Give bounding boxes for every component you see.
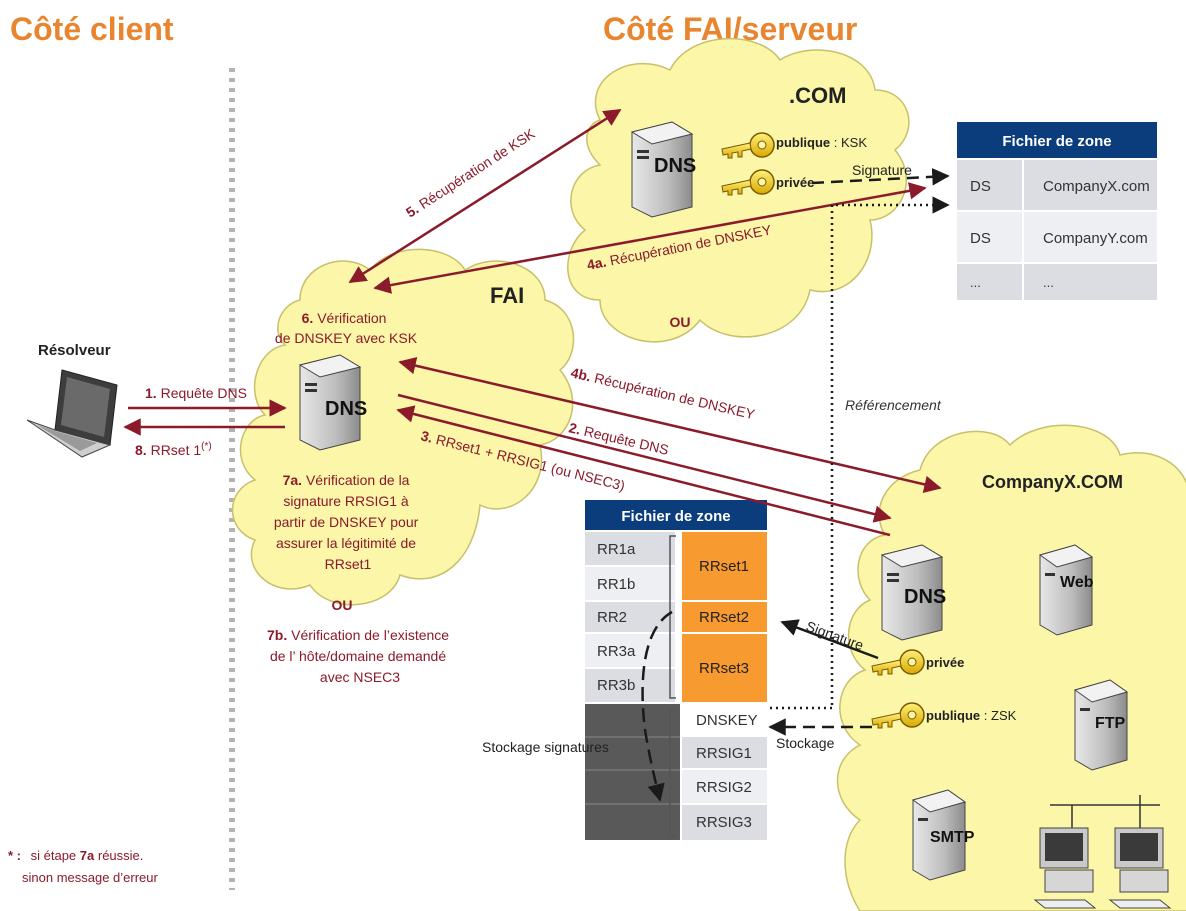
cx-public-key-label: publique : ZSK <box>926 708 1017 723</box>
zone-table-cx-title: Fichier de zone <box>621 508 730 525</box>
com-private-key-label: privée <box>776 175 814 190</box>
zone-cx-record: RRSIG3 <box>696 814 752 831</box>
server-label-dns-cx: DNS <box>904 586 946 608</box>
zone-com-cell: DS <box>970 178 991 195</box>
server-label-ftp: FTP <box>1095 715 1126 732</box>
step-6-label: 6. Vérification de DNSKEY avec KSK <box>275 310 418 346</box>
step-4b-label: 4b. Récupération de DNSKEY <box>569 364 757 422</box>
network-icon <box>1050 795 1160 830</box>
zone-cx-record: RRSIG2 <box>696 779 752 796</box>
zone-cx-record: RRSIG1 <box>696 745 752 762</box>
zone-cx-rrset: RRset1 <box>699 558 749 575</box>
zone-com-cell: DS <box>970 230 991 247</box>
zone-com-cell: CompanyY.com <box>1043 230 1148 247</box>
server-icon: DNS <box>880 544 946 641</box>
zone-com-cell: ... <box>1043 275 1054 290</box>
zone-table-com-title: Fichier de zone <box>1002 133 1111 150</box>
step-2-label: 2. Requête DNS <box>567 419 670 458</box>
footnote: * : si étape 7a réussie. sinon message d… <box>8 848 159 885</box>
workstation-icon <box>1033 827 1097 909</box>
server-icon: SMTP <box>911 789 975 881</box>
cloud-com-title: .COM <box>789 83 846 108</box>
workstation-icon <box>1108 827 1172 909</box>
key-icon <box>871 702 925 729</box>
key-icon <box>721 132 775 159</box>
header-client: Côté client <box>10 11 174 47</box>
zone-cx-rrset: RRset2 <box>699 609 749 626</box>
key-icon <box>871 649 925 676</box>
zone-table-com: Fichier de zone DS CompanyX.com DS Compa… <box>957 122 1157 300</box>
zone-cx-rr: RR3b <box>597 677 635 694</box>
cloud-fai-title: FAI <box>490 283 524 308</box>
server-icon: Web <box>1038 544 1094 636</box>
arrow-step-5 <box>348 108 622 284</box>
server-label-web: Web <box>1060 574 1094 591</box>
ou-com-label: OU <box>670 314 691 330</box>
zone-table-cx: Fichier de zone RR1a RR1b RR2 RR3a RR3b … <box>585 500 767 840</box>
com-public-key-label: publique : KSK <box>776 135 867 150</box>
ou-fai-label: OU <box>332 597 353 613</box>
stockage-signatures-label: Stockage signatures <box>482 739 609 755</box>
zone-com-cell: CompanyX.com <box>1043 178 1150 195</box>
server-label-dns-fai: DNS <box>325 398 367 420</box>
signature-com-label: Signature <box>852 162 912 178</box>
server-icon: FTP <box>1073 679 1129 771</box>
resolver-label: Résolveur <box>38 342 111 359</box>
arrow-referencement <box>830 196 950 705</box>
zone-cx-rr: RR2 <box>597 609 627 626</box>
zone-cx-rrset: RRset3 <box>699 660 749 677</box>
arrow-signature-com <box>811 168 950 186</box>
server-icon: DNS <box>630 121 696 218</box>
arrow-signature-cx <box>780 619 879 660</box>
zone-cx-record: DNSKEY <box>696 712 758 729</box>
arrow-step-4b <box>398 357 942 493</box>
zone-cx-rr: RR1b <box>597 576 635 593</box>
laptop-icon <box>26 369 118 458</box>
server-label-smtp: SMTP <box>930 829 975 846</box>
step-7a-label: 7a. Vérification de la signature RRSIG1 … <box>274 472 422 572</box>
cloud-companyx-title: CompanyX.COM <box>982 472 1123 492</box>
referencement-label: Référencement <box>845 397 942 413</box>
zone-cx-rr: RR3a <box>597 643 636 660</box>
step-7b-label: 7b. Vérification de l’existence de l’ hô… <box>267 627 453 685</box>
arrow-stockage-signatures <box>641 610 673 802</box>
zone-cx-rr: RR1a <box>597 541 636 558</box>
stockage-label: Stockage <box>776 735 835 751</box>
server-icon: DNS <box>298 354 367 451</box>
step-1-label: 1. Requête DNS <box>145 385 247 401</box>
step-8-label: 8. RRset 1(*) <box>135 441 212 458</box>
zone-com-cell: ... <box>970 275 981 290</box>
cx-private-key-label: privée <box>926 655 964 670</box>
server-label-dns-com: DNS <box>654 155 696 177</box>
